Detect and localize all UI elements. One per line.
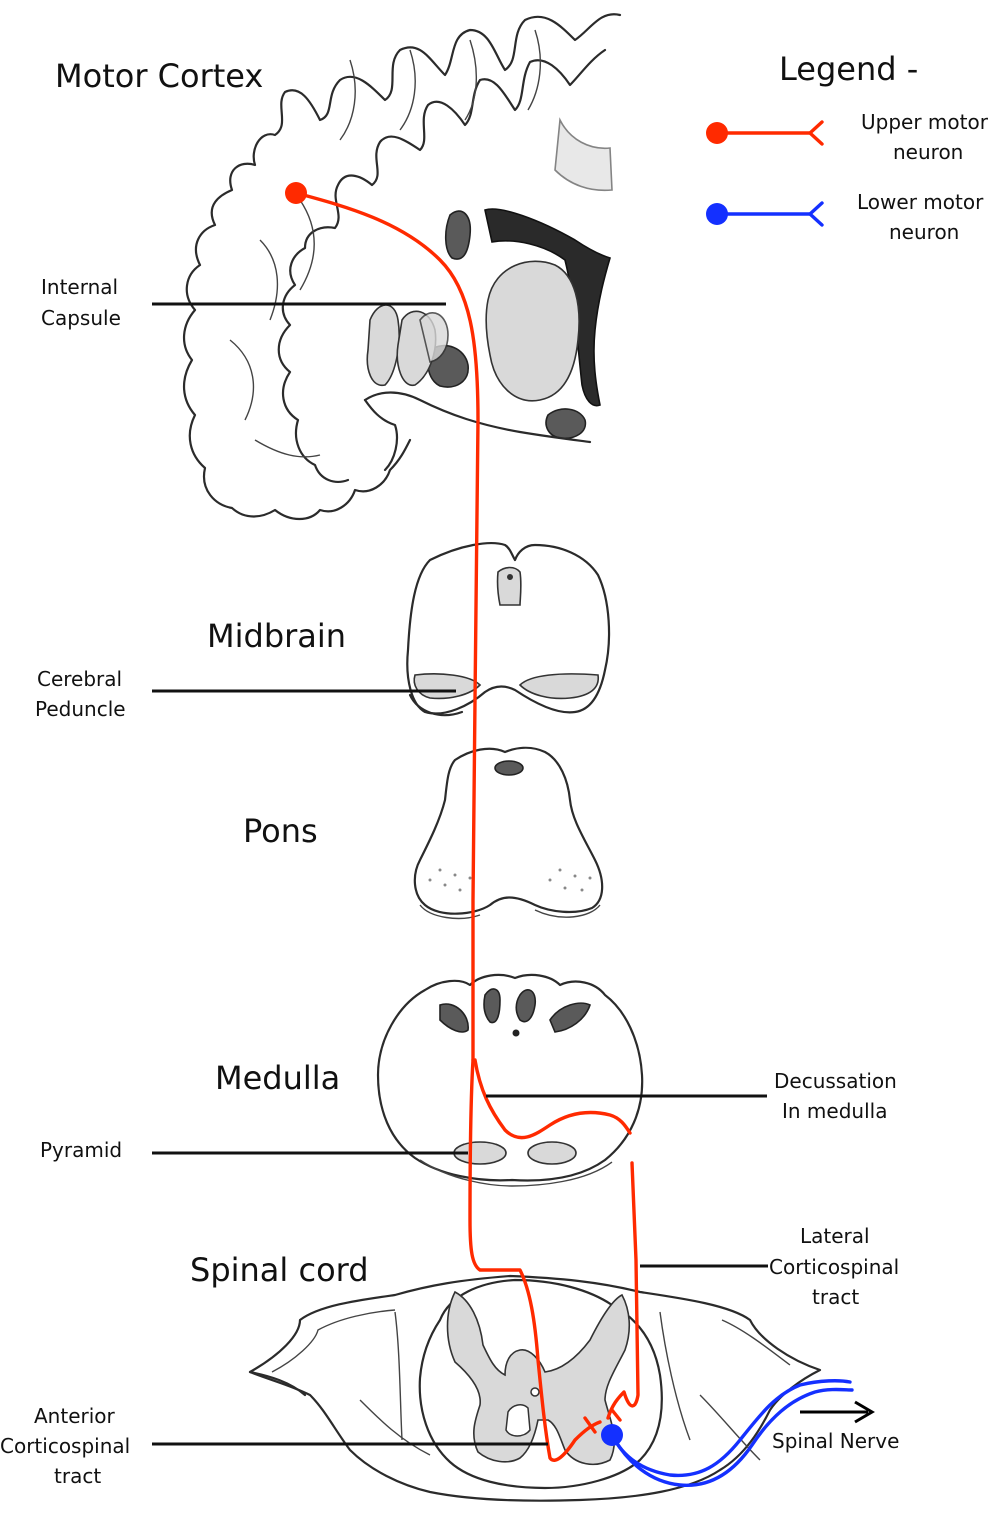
motor-cortex-title: Motor Cortex [55, 57, 263, 95]
anterior-tract-label-2: Corticospinal [0, 1434, 130, 1458]
decussation-fiber [475, 1060, 630, 1138]
pons-section [415, 748, 602, 919]
midbrain-section [407, 543, 609, 715]
legend-lower-label-2: neuron [889, 220, 959, 244]
internal-capsule-label-1: Internal [41, 275, 118, 299]
anterior-tract-label-1: Anterior [34, 1404, 116, 1428]
spinal-nerve-label: Spinal Nerve [772, 1429, 899, 1453]
midbrain-title: Midbrain [207, 617, 346, 655]
lateral-tract-label-3: tract [812, 1285, 859, 1309]
anterior-tract-label-3: tract [54, 1464, 101, 1488]
cerebral-peduncle-label-2: Peduncle [35, 697, 126, 721]
pyramid-label: Pyramid [40, 1138, 122, 1162]
cerebral-peduncle-label-1: Cerebral [37, 667, 122, 691]
legend-title: Legend - [779, 50, 918, 88]
legend-upper-label-2: neuron [893, 140, 963, 164]
lateral-tract-label-1: Lateral [800, 1224, 870, 1248]
upper-motor-neuron-soma [285, 182, 307, 204]
spinal-nerve-arrow [800, 1402, 872, 1422]
medulla-title: Medulla [215, 1059, 340, 1097]
legend-lower-label-1: Lower motor [857, 190, 984, 214]
decussation-label-1: Decussation [774, 1069, 897, 1093]
lateral-tract-label-2: Corticospinal [769, 1255, 899, 1279]
lower-motor-neuron-soma [601, 1424, 623, 1446]
decussation-label-2: In medulla [782, 1099, 887, 1123]
legend: Legend - Upper motor neuron Lower motor … [706, 50, 989, 244]
legend-upper-label-1: Upper motor [861, 110, 989, 134]
pons-title: Pons [243, 812, 318, 850]
spinal-cord-title: Spinal cord [190, 1251, 369, 1289]
internal-capsule-label-2: Capsule [41, 306, 121, 330]
